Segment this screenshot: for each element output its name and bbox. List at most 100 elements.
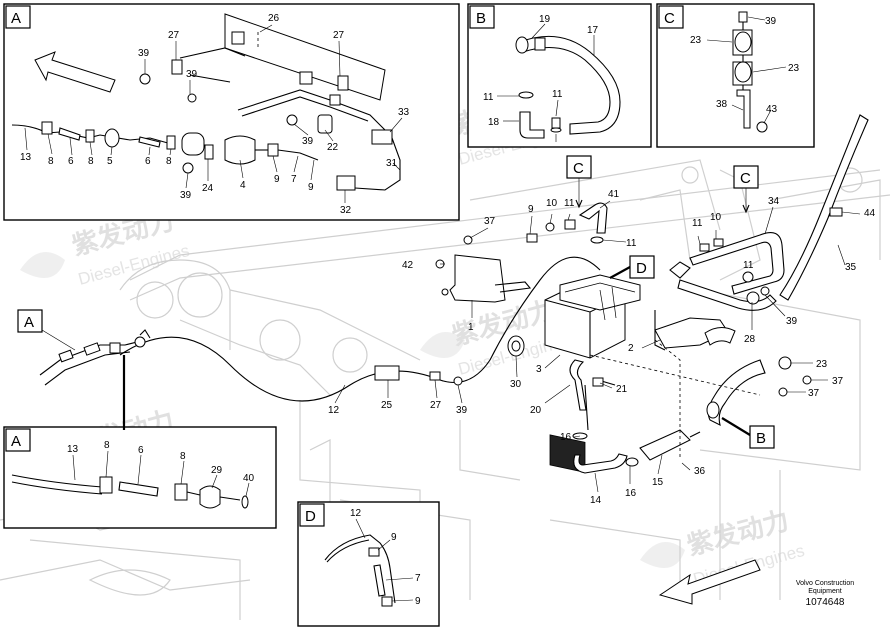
callout-9: 9: [391, 532, 397, 543]
panel-d: D 12 9 7 9: [297, 501, 440, 627]
callout-27: 27: [333, 30, 345, 41]
callout-9: 9: [415, 596, 421, 607]
callout-43: 43: [766, 104, 778, 115]
callout-8: 8: [180, 451, 186, 462]
callout-27: 27: [430, 400, 442, 411]
callout-42: 42: [402, 260, 414, 271]
panel-b-tag: B: [476, 10, 486, 27]
tag-d-main: D: [636, 260, 647, 277]
heater-unit-3: [544, 274, 641, 473]
callout-11: 11: [743, 260, 754, 271]
direction-arrow-icon: [658, 559, 761, 605]
callout-35: 35: [845, 262, 857, 273]
panel-a-callouts: 26 27 27 39 39 33 31 32 22 39 13 8 6 8 5…: [20, 13, 410, 216]
callout-39: 39: [302, 136, 314, 147]
main-tags: A C C D B: [17, 155, 775, 449]
callout-39: 39: [456, 405, 468, 416]
callout-10: 10: [710, 212, 722, 223]
main-leaders: [334, 200, 861, 493]
callout-23: 23: [816, 359, 828, 370]
callout-27: 27: [168, 30, 180, 41]
callout-4: 4: [240, 180, 246, 191]
callout-10: 10: [546, 198, 558, 209]
callout-37: 37: [484, 216, 496, 227]
callout-41: 41: [608, 189, 620, 200]
callout-8: 8: [48, 156, 54, 167]
callout-24: 24: [202, 183, 214, 194]
callout-31: 31: [386, 158, 398, 169]
main-assembly: [39, 114, 869, 605]
callout-9: 9: [308, 182, 314, 193]
brand-line-2: Equipment: [808, 588, 842, 595]
panel-a-leaders: [24, 24, 403, 203]
panel-a-tag: A: [11, 10, 21, 27]
callout-3: 3: [536, 364, 542, 375]
tag-c-main-2: C: [740, 170, 751, 187]
callout-6: 6: [68, 156, 74, 167]
callout-33: 33: [398, 107, 410, 118]
callout-22: 22: [327, 142, 339, 153]
panel-b: B 19 17 11 11 18: [467, 3, 652, 148]
callout-11: 11: [692, 218, 703, 229]
callout-1: 1: [468, 322, 474, 333]
panel-a: A: [3, 3, 460, 221]
callout-12: 12: [350, 508, 362, 519]
callout-25: 25: [381, 400, 393, 411]
callout-8: 8: [166, 156, 172, 167]
callout-9: 9: [528, 204, 534, 215]
callout-16: 16: [560, 432, 572, 443]
hose-b: [707, 359, 766, 427]
panel-a-detail: A 13 8 6 8 29 40: [3, 355, 277, 529]
callout-40: 40: [243, 473, 255, 484]
connector-25: [374, 365, 400, 381]
drawing-number: 1074648: [806, 597, 845, 608]
callout-29: 29: [211, 465, 223, 476]
panel-c: C 39 23 23 38 43: [656, 3, 815, 148]
callout-39: 39: [138, 48, 150, 59]
bracket-1: [449, 254, 506, 303]
callout-11: 11: [483, 92, 494, 103]
callout-37: 37: [808, 388, 820, 399]
callout-7: 7: [415, 573, 421, 584]
callout-16: 16: [625, 488, 637, 499]
callout-30: 30: [510, 379, 522, 390]
callout-2: 2: [628, 343, 634, 354]
callout-11: 11: [626, 238, 637, 249]
callout-39: 39: [186, 69, 198, 80]
callout-13: 13: [20, 152, 32, 163]
tag-b-main: B: [756, 430, 766, 447]
callout-15: 15: [652, 477, 664, 488]
callout-36: 36: [694, 466, 706, 477]
callout-11: 11: [552, 89, 563, 100]
filter-15: [639, 429, 691, 461]
callout-12: 12: [328, 405, 340, 416]
callout-39: 39: [765, 16, 777, 27]
callout-39: 39: [180, 190, 192, 201]
footer: Volvo Construction Equipment 1074648: [796, 580, 854, 608]
callout-8: 8: [104, 440, 110, 451]
callout-7: 7: [291, 174, 297, 185]
callout-28: 28: [744, 334, 756, 345]
callout-6: 6: [145, 156, 151, 167]
callout-32: 32: [340, 205, 352, 216]
callout-9: 9: [274, 174, 280, 185]
callout-26: 26: [268, 13, 280, 24]
brand-line-1: Volvo Construction: [796, 580, 854, 587]
direction-arrow-icon: [34, 51, 116, 93]
cable-12: [119, 256, 601, 402]
callout-44: 44: [864, 208, 876, 219]
callout-19: 19: [539, 14, 551, 25]
callout-17: 17: [587, 25, 599, 36]
callout-39: 39: [786, 316, 798, 327]
callout-38: 38: [716, 99, 728, 110]
callout-20: 20: [530, 405, 542, 416]
callout-37: 37: [832, 376, 844, 387]
callout-23: 23: [788, 63, 800, 74]
callout-5: 5: [107, 156, 113, 167]
panel-c-tag: C: [664, 10, 675, 27]
machine-frame-ghost: [0, 159, 890, 620]
callout-18: 18: [488, 117, 500, 128]
callout-6: 6: [138, 445, 144, 456]
main-callouts: 37 42 1 9 10 11 41 11 11 10 34 11 39 28 …: [328, 189, 876, 506]
